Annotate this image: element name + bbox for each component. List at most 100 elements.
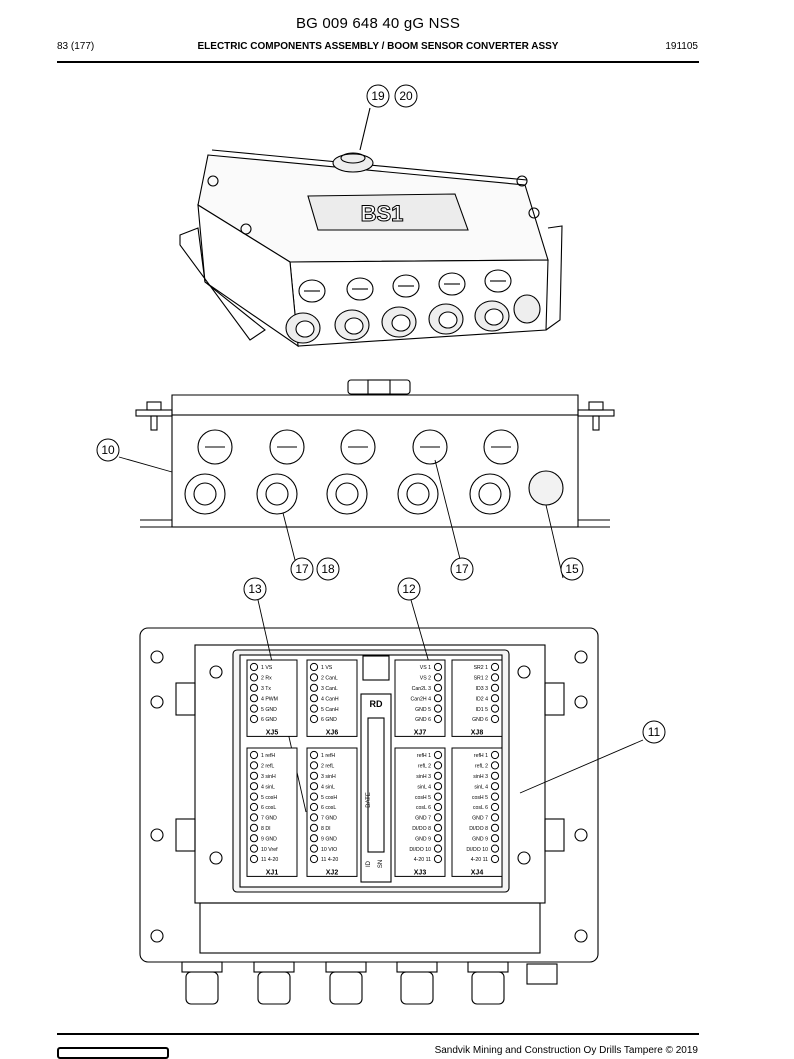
pin-label: 3 sinH: [261, 774, 276, 780]
terminal-screw: [309, 761, 319, 770]
connector-name: XJ7: [414, 729, 427, 736]
pin-label: 4 sinL: [321, 784, 335, 790]
terminal-screw: [490, 761, 500, 770]
callout-label: 10: [101, 443, 115, 457]
terminal-screw: [249, 714, 259, 724]
pin-label: 1 VS: [261, 665, 273, 671]
terminal-screw: [309, 750, 319, 760]
pin-label: 9 GND: [321, 836, 337, 842]
terminal-screw: [309, 662, 319, 672]
terminal-screw: [249, 782, 259, 791]
pin-label: DI/DO 10: [409, 847, 431, 853]
pin-label: 2 refL: [321, 764, 334, 770]
pin-label: SR2 1: [474, 665, 489, 671]
pin-label: 7 GND: [261, 816, 277, 822]
terminal-screw: [490, 662, 500, 672]
pin-label: refH 1: [474, 753, 488, 759]
callout-19: 19: [366, 84, 390, 108]
page-title: ELECTRIC COMPONENTS ASSEMBLY / BOOM SENS…: [197, 41, 559, 52]
pin-label: 5 GND: [261, 707, 277, 713]
pin-label: 8 DI: [321, 826, 331, 832]
callout-label: 13: [248, 582, 262, 596]
footer-copyright: Sandvik Mining and Construction Oy Drill…: [434, 1045, 698, 1056]
pin-label: 4-20 11: [414, 857, 431, 863]
pin-label: 3 Tx: [261, 686, 271, 692]
pin-label: 10 Vref: [261, 847, 278, 853]
terminal-screw: [309, 802, 319, 812]
pin-label: 4 PWM: [261, 696, 278, 702]
terminal-screw: [490, 854, 500, 864]
pin-label: cosH 5: [415, 795, 431, 801]
terminal-screw: [309, 834, 319, 843]
pin-label: 7 GND: [321, 816, 337, 822]
terminal-screw: [249, 792, 259, 801]
terminal-screw: [490, 683, 500, 692]
front-caps: [298, 269, 512, 303]
callouts: 19 20 10 17 18 17 15 13 12 11: [96, 84, 666, 744]
terminal-screw: [249, 813, 259, 822]
terminal-screw: [309, 714, 319, 724]
terminal-screw: [433, 844, 443, 853]
connector-frame: [246, 747, 298, 877]
pin-label: refH 1: [417, 753, 431, 759]
pin-label: 11 4-20: [261, 857, 278, 863]
terminal-screw: [249, 823, 259, 832]
callout-label: 12: [402, 582, 416, 596]
terminal-screw: [249, 834, 259, 843]
pin-label: sinL 4: [474, 784, 488, 790]
pin-label: sinH 3: [416, 774, 431, 780]
pin-label: GND 9: [472, 836, 488, 842]
pin-label: GND 6: [415, 717, 431, 723]
terminal-screw: [249, 683, 259, 692]
callout-18: 18: [316, 557, 340, 581]
callout-11: 11: [642, 720, 666, 744]
terminal-screw: [309, 782, 319, 791]
terminal-screw: [433, 792, 443, 801]
callout-20: 20: [394, 84, 418, 108]
terminal-screw: [249, 673, 259, 682]
terminal-screw: [490, 844, 500, 853]
terminal-screw: [433, 694, 443, 703]
front-glands: [285, 294, 541, 344]
pin-label: ID2 4: [476, 696, 489, 702]
terminal-screw: [433, 782, 443, 791]
pin-label: Can2L 3: [412, 686, 432, 692]
callout-label: 17: [295, 562, 309, 576]
pin-label: 6 GND: [321, 717, 337, 723]
terminal-screw: [249, 761, 259, 770]
pin-label: 1 VS: [321, 665, 333, 671]
pin-label: Can2H 4: [411, 696, 432, 702]
pin-label: 8 DI: [261, 826, 271, 832]
callout-label: 11: [648, 725, 661, 739]
terminal-screw: [433, 761, 443, 770]
pin-label: GND 7: [472, 816, 488, 822]
terminal-screw: [433, 823, 443, 832]
terminal-screw: [490, 704, 500, 713]
board-marking: RD: [370, 699, 383, 709]
board-id-label: ID: [366, 860, 372, 867]
pin-label: cosH 5: [472, 795, 488, 801]
pin-label: 5 cosH: [321, 795, 337, 801]
terminal-screw: [249, 662, 259, 672]
side-view: [135, 379, 615, 528]
box-label: BS1: [361, 201, 404, 226]
pin-label: GND 9: [415, 836, 431, 842]
terminal-screw: [309, 771, 319, 780]
pin-label: 4 CanH: [321, 696, 339, 702]
header-rule: [57, 61, 699, 63]
callout-label: 19: [371, 89, 385, 103]
terminal-screw: [433, 683, 443, 692]
terminal-screw: [490, 802, 500, 812]
terminal-screw: [490, 823, 500, 832]
terminal-screw: [249, 750, 259, 760]
pin-label: ID3 3: [476, 686, 489, 692]
callout-15: 15: [560, 557, 584, 581]
pin-label: 2 CanL: [321, 676, 338, 682]
terminal-screw: [249, 854, 259, 864]
